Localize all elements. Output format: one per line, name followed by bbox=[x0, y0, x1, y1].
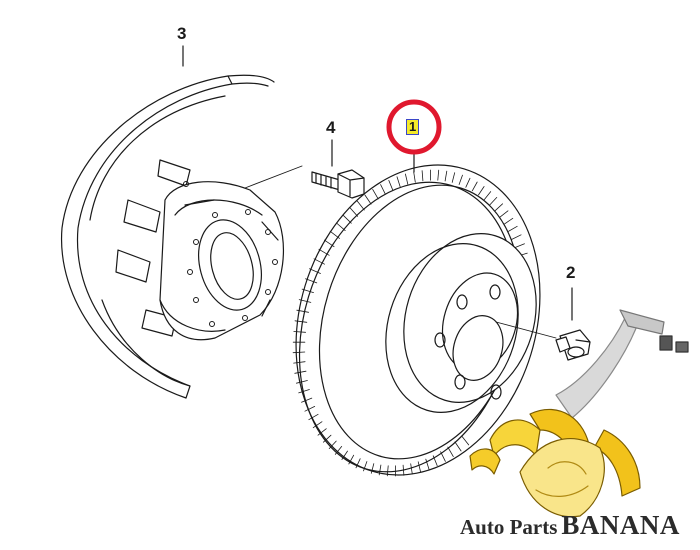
hex-bolt-part[interactable] bbox=[311, 169, 365, 199]
highlight-ring bbox=[386, 99, 442, 155]
watermark-prefix: Auto Parts bbox=[460, 515, 558, 539]
disc-vent-slots bbox=[292, 169, 528, 477]
brake-disc-part[interactable] bbox=[259, 134, 577, 505]
banana-icon bbox=[469, 309, 689, 518]
watermark-text: Auto Parts BANANA bbox=[460, 510, 680, 541]
callout-3-label: 3 bbox=[177, 24, 187, 43]
callout-1-label[interactable]: 1 bbox=[406, 119, 420, 135]
callout-4-label: 4 bbox=[326, 118, 336, 137]
callout-2-label: 2 bbox=[566, 263, 576, 282]
watermark-name: BANANA bbox=[561, 510, 680, 540]
dust-shield-part[interactable] bbox=[60, 74, 285, 399]
bolt-axis-line bbox=[244, 165, 303, 189]
screw-axis-line bbox=[495, 321, 557, 339]
locating-screw-part[interactable] bbox=[555, 329, 591, 361]
